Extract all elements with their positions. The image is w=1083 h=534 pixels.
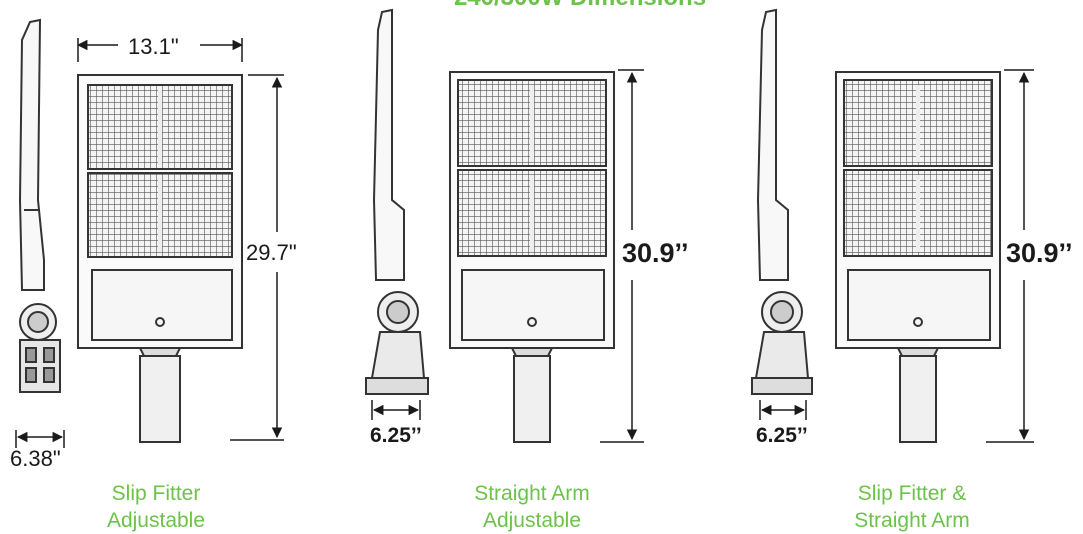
variant-1-height-label: 29.7" <box>246 240 297 265</box>
variant-1-caption: Slip Fitter Adjustable <box>36 480 276 534</box>
variant-3-caption-line-2: Straight Arm <box>854 509 970 532</box>
variant-2-caption-line-1: Straight Arm <box>474 482 590 505</box>
variant-2-fixture-front <box>449 71 615 443</box>
variant-2-height-label: 30.9’’ <box>622 238 689 268</box>
variant-3-side-profile <box>751 8 813 395</box>
diagram-heading: 240/300W Dimensions <box>0 0 1083 12</box>
variant-1-side-profile <box>18 18 61 393</box>
variant-2-caption-line-2: Adjustable <box>482 509 582 532</box>
variant-3-dimension-lines <box>759 69 1034 443</box>
variant-3-drawing <box>751 8 1034 443</box>
variant-1-dimension-lines <box>15 38 284 448</box>
variant-1-drawing <box>15 18 284 448</box>
variant-1-side-label: 6.38" <box>10 446 61 471</box>
variant-3-fixture-front <box>835 71 1001 443</box>
variant-3-caption-line-1: Slip Fitter & <box>857 482 967 505</box>
variant-2-side-label: 6.25’’ <box>370 424 422 447</box>
variant-3-height-label: 30.9’’ <box>1006 238 1073 268</box>
variant-3-caption: Slip Fitter & Straight Arm <box>792 480 1032 534</box>
variant-1-width-label: 13.1" <box>128 34 179 59</box>
variant-1-fixture-front <box>77 74 243 443</box>
variant-2-dimension-lines <box>371 69 644 443</box>
variant-1-caption-line-2: Adjustable <box>106 509 206 532</box>
variant-2-side-profile <box>365 8 429 395</box>
variant-2-caption: Straight Arm Adjustable <box>412 480 652 534</box>
variant-3-side-label: 6.25’’ <box>756 424 808 447</box>
variant-1-caption-line-1: Slip Fitter <box>111 482 201 505</box>
variant-2-drawing <box>365 8 644 443</box>
